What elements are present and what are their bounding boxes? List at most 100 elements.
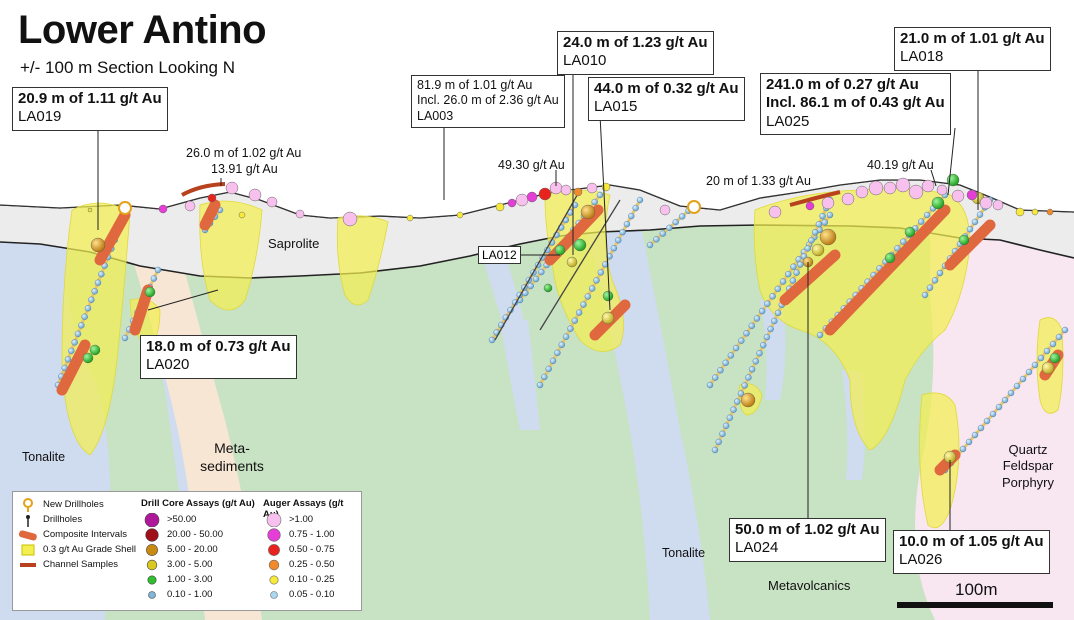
- channel-sample-icon: [17, 558, 39, 572]
- legend-item: Channel Samples: [17, 557, 136, 572]
- core-assay-marker: [121, 334, 129, 342]
- core-assay-marker: [596, 191, 604, 199]
- legend-item-label: >50.00: [167, 514, 197, 525]
- core-assay-marker: [797, 261, 804, 268]
- composite-interval: [779, 249, 841, 306]
- core-assay-marker: [808, 237, 815, 244]
- core-assay-marker: [743, 330, 750, 337]
- core-assay-marker: [154, 266, 162, 274]
- auger-assay-marker: [1046, 208, 1054, 216]
- core-assay-marker: [554, 349, 561, 357]
- core-assay-marker: [601, 311, 615, 325]
- core-assay-marker: [606, 253, 613, 260]
- core-assay-marker: [82, 352, 94, 364]
- core-assay-marker: [91, 288, 98, 295]
- core-assay-marker: [602, 261, 609, 268]
- core-assay-marker: [566, 256, 578, 268]
- auger-assay-marker: [908, 184, 924, 200]
- core-assay-marker: [1061, 326, 1069, 334]
- core-assay-marker: [584, 293, 592, 300]
- core-assay-marker: [732, 344, 740, 352]
- drillhole-trace: [539, 199, 621, 331]
- auger-assay-marker: [526, 191, 538, 203]
- composite-interval: [129, 284, 154, 336]
- auger-assay-marker: [841, 192, 855, 206]
- grade-shell-icon: [17, 543, 39, 557]
- core-assay-marker: [64, 356, 72, 363]
- core-assay-marker: [1013, 382, 1021, 390]
- core-assay-marker: [900, 238, 907, 245]
- core-assay-marker: [756, 350, 763, 357]
- core-assay-marker: [580, 301, 587, 308]
- legend-item: 1.00 - 3.00: [141, 572, 255, 587]
- callout-la018: 21.0 m of 1.01 g/t Au LA018: [894, 27, 1051, 71]
- core-assay-marker: [769, 293, 776, 300]
- callout-la003: 81.9 m of 1.01 g/t Au Incl. 26.0 m of 2.…: [411, 75, 565, 128]
- auger-assay-marker: [248, 188, 262, 202]
- core-assay-marker: [1037, 354, 1045, 362]
- core-assay-marker: [923, 211, 931, 219]
- core-assay-marker: [989, 410, 997, 418]
- core-assay-marker: [931, 277, 939, 284]
- core-assay-marker: [712, 374, 719, 381]
- auger-assay-marker: [1015, 207, 1025, 217]
- legend-item: 0.3 g/t Au Grade Shell: [17, 542, 136, 557]
- core-assay-marker: [727, 352, 735, 359]
- core-assay-marker: [811, 229, 819, 236]
- unit-label-porphyry: Quartz Feldspar Porphyry: [1001, 442, 1055, 490]
- auger-assay-marker: [238, 211, 246, 219]
- core-assay-marker: [78, 322, 85, 329]
- core-assay-marker: [811, 243, 825, 257]
- channel-sample: [789, 190, 841, 207]
- unit-label-tonalite-left: Tonalite: [22, 450, 66, 464]
- core-assay-marker: [90, 237, 106, 253]
- core-assay-marker: [1043, 347, 1051, 355]
- core-assay-marker: [977, 424, 985, 432]
- core-assay-marker: [1031, 361, 1039, 369]
- callout-leader: [930, 169, 937, 187]
- callout-leader: [947, 127, 956, 196]
- core-assay-marker: [815, 220, 823, 228]
- core-assay-marker: [884, 252, 896, 264]
- callout-la026: 10.0 m of 1.05 g/t Au LA026: [893, 530, 1050, 574]
- core-assay-marker: [94, 279, 102, 286]
- unit-label-tonalite-center: Tonalite: [662, 546, 706, 560]
- peak-label-right: 40.19 g/t Au: [867, 158, 934, 172]
- core-assay-marker: [931, 196, 945, 210]
- core-assay-marker: [789, 277, 797, 284]
- core-assay-marker: [1049, 340, 1057, 348]
- callout-leader: [147, 289, 219, 311]
- assay-swatch-icon: [263, 512, 285, 527]
- legend-item-label: 3.00 - 5.00: [167, 559, 213, 570]
- core-assay-marker: [965, 438, 973, 446]
- core-assay-marker: [678, 213, 686, 220]
- core-assay-marker: [602, 290, 614, 302]
- core-assay-marker: [771, 317, 778, 325]
- core-assay-marker: [597, 269, 605, 276]
- legend-item: 20.00 - 50.00: [141, 527, 255, 542]
- core-assay-marker: [545, 365, 552, 373]
- core-assay-marker: [715, 438, 722, 446]
- core-assay-marker: [936, 269, 944, 277]
- auger-assay-marker: [586, 182, 598, 194]
- legend-item-label: 1.00 - 3.00: [167, 574, 213, 585]
- legend-item-label: 20.00 - 50.00: [167, 529, 223, 540]
- core-assay-marker: [543, 283, 553, 293]
- auger-assay-marker: [821, 196, 835, 210]
- core-assay-marker: [646, 241, 654, 249]
- core-assay-marker: [1019, 375, 1027, 383]
- core-assay-marker: [562, 333, 570, 340]
- core-assay-marker: [819, 228, 837, 246]
- core-assay-marker: [659, 230, 667, 237]
- composite-interval: [56, 339, 91, 396]
- core-assay-marker: [593, 277, 600, 284]
- grade-shell: [199, 200, 263, 311]
- auger-assay-marker: [951, 189, 965, 203]
- auger-assay-marker: [855, 185, 869, 199]
- new-drillhole-collar: [687, 200, 701, 214]
- core-assay-marker: [538, 268, 545, 276]
- core-assay-marker: [958, 234, 970, 246]
- core-assay-marker: [921, 291, 929, 299]
